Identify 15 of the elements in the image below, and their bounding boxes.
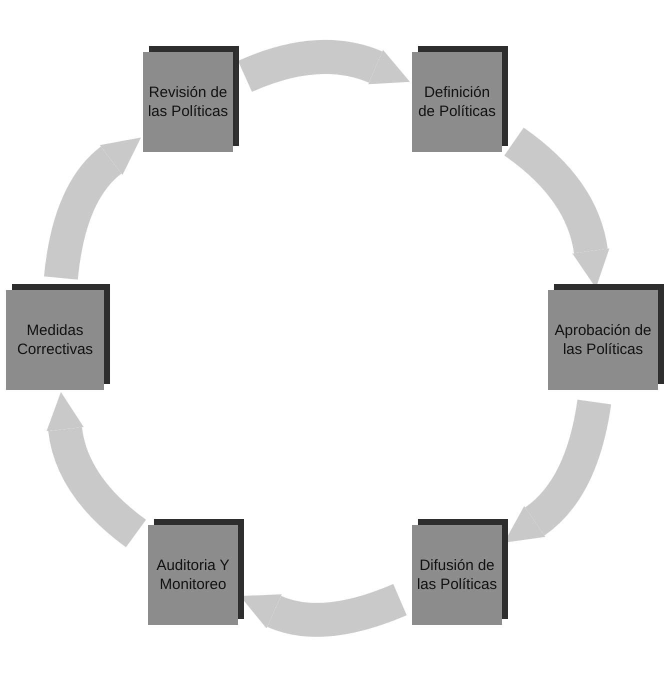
process-box — [548, 290, 658, 390]
curved-arrow — [505, 399, 612, 544]
box-label: Definición de Políticas — [417, 83, 497, 121]
box-label: Revisión de las Políticas — [147, 83, 229, 121]
box-label: Medidas Correctivas — [16, 321, 94, 359]
process-box — [148, 525, 238, 625]
process-box — [143, 52, 233, 152]
curved-arrow — [46, 392, 146, 548]
process-box — [412, 525, 502, 625]
curved-arrow — [44, 136, 140, 280]
box-label: Aprobación de las Políticas — [554, 321, 652, 359]
box-label: Auditoria Y Monitoreo — [155, 556, 231, 594]
process-box — [6, 290, 104, 390]
process-box — [412, 52, 502, 152]
box-label: Difusión de las Políticas — [416, 556, 498, 594]
